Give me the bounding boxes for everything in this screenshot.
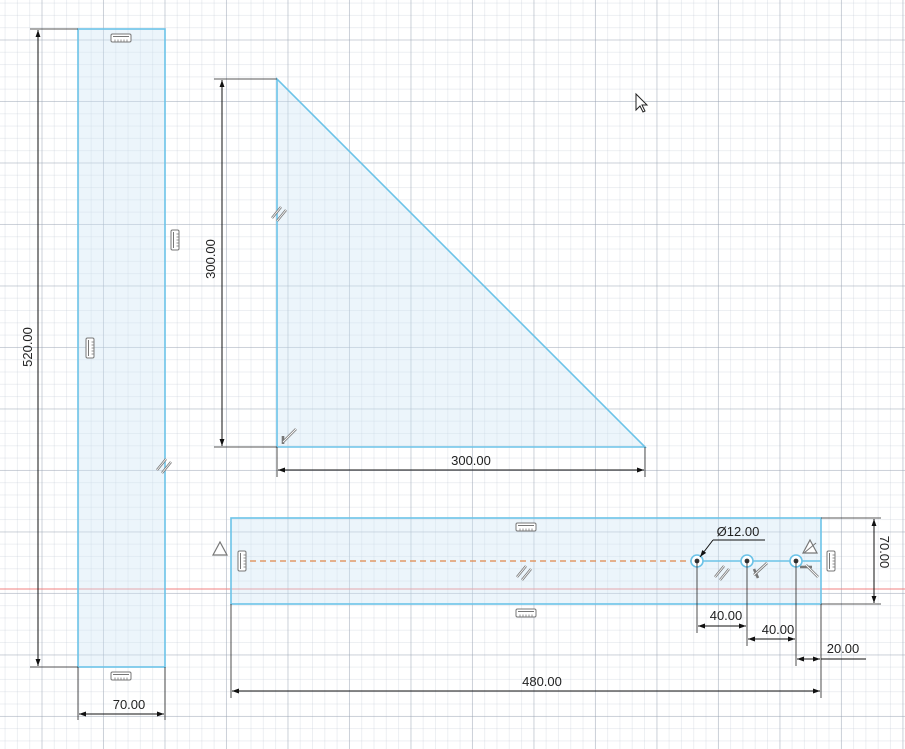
- dimension-hole-diameter[interactable]: Ø12.00: [717, 524, 760, 539]
- fix-constraint-icon[interactable]: [211, 540, 229, 556]
- perpendicular-constraint-icon[interactable]: [281, 428, 297, 444]
- fix-constraint-icon[interactable]: [801, 538, 819, 554]
- perpendicular-constraint-icon[interactable]: [752, 562, 768, 579]
- triangle-profile[interactable]: [276, 77, 647, 448]
- dimension-triangle-height[interactable]: 300.00: [203, 239, 218, 279]
- vertical-constraint-icon[interactable]: [237, 550, 247, 572]
- dimension-hole-spacing-2[interactable]: 40.00: [762, 622, 795, 637]
- horizontal-constraint-icon[interactable]: [515, 522, 537, 532]
- horizontal-constraint-icon[interactable]: [110, 671, 132, 681]
- dimension-left-bar-height[interactable]: 520.00: [20, 327, 35, 367]
- dimension-hole-spacing-1[interactable]: 40.00: [710, 608, 743, 623]
- dimension-bottom-bar-height[interactable]: 70.00: [877, 536, 892, 569]
- dimension-bottom-bar-length[interactable]: 480.00: [522, 674, 562, 689]
- horizontal-constraint-icon[interactable]: [515, 608, 537, 618]
- perpendicular-constraint-icon[interactable]: [800, 564, 819, 578]
- vertical-constraint-icon[interactable]: [170, 229, 180, 251]
- leader-line: [699, 539, 714, 558]
- horizontal-constraint-icon[interactable]: [110, 33, 132, 43]
- dimension-triangle-width[interactable]: 300.00: [451, 453, 491, 468]
- vertical-constraint-icon[interactable]: [826, 550, 836, 572]
- dimension-left-bar-width[interactable]: 70.00: [113, 697, 146, 712]
- vertical-constraint-icon[interactable]: [85, 337, 95, 359]
- cursor-icon: [635, 92, 649, 113]
- dimension-edge-offset[interactable]: 20.00: [827, 641, 860, 656]
